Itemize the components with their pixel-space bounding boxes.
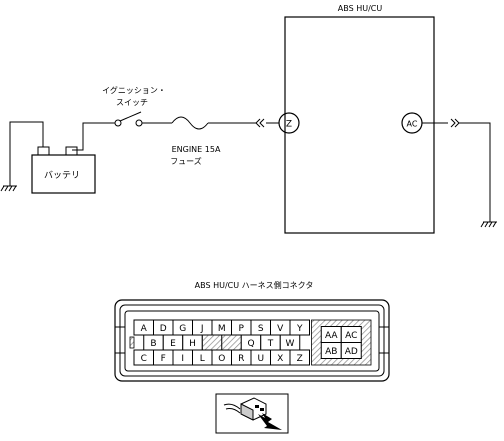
pin-s-label: S	[258, 324, 264, 334]
fuse-icon	[171, 116, 209, 130]
pin-i-label: I	[181, 354, 184, 364]
battery-icon	[31, 146, 96, 194]
switch-label-line2: スイッチ	[116, 98, 148, 107]
connector-mark-left	[255, 118, 265, 128]
pin-ad-cell	[340, 342, 362, 359]
pin-q-label: Q	[247, 339, 254, 349]
blank-pin-hatch	[201, 334, 223, 351]
pin-j-label: J	[200, 324, 204, 334]
pin-ab-label: AB	[325, 347, 337, 357]
pin-m-label: M	[218, 324, 226, 334]
connector-plug-icon	[223, 397, 267, 421]
pin-g-label: G	[179, 324, 186, 334]
pin-y-label: Y	[296, 324, 303, 334]
left-stub-hatch	[129, 336, 135, 349]
connector-middle	[119, 304, 385, 377]
connector-latch-left	[115, 326, 126, 354]
pin-z-label: Z	[297, 354, 303, 364]
pin-t-label: T	[267, 339, 274, 349]
pin-b-label: B	[150, 339, 156, 349]
wire-to-ground-right	[459, 122, 491, 222]
ground-icon	[0, 185, 17, 192]
pin-u-label: U	[257, 354, 264, 364]
fuse-label-line1: ENGINE 15A	[172, 145, 221, 154]
connector-mark-right	[450, 118, 460, 128]
wire-to-ground-left	[9, 121, 44, 186]
pin-e-label: E	[170, 339, 176, 349]
battery-label: バッテリ	[44, 170, 80, 181]
pin-ac-label: AC	[345, 331, 357, 341]
pin-c-label: C	[141, 354, 147, 364]
pin-d-label: D	[160, 324, 167, 334]
connector-title: ABS HU/CU ハーネス側コネクタ	[195, 280, 314, 290]
switch-icon	[114, 111, 143, 127]
terminal-z-label: Z	[286, 120, 292, 130]
pin-v-label: V	[277, 324, 284, 334]
pin-ad-label: AD	[345, 347, 358, 357]
fuse-label-line2: フューズ	[170, 156, 202, 166]
pin-o-label: O	[218, 354, 225, 364]
abs-module-box	[284, 16, 435, 234]
blank-pin-hatch	[221, 334, 242, 351]
arrow-icon	[258, 413, 282, 430]
pin-f-label: F	[161, 354, 166, 364]
wire-battery-to-switch	[72, 122, 115, 151]
pin-aa-label: AA	[325, 331, 338, 341]
abs-module-label: ABS HU/CU	[338, 4, 383, 13]
terminal-ac-label: AC	[407, 120, 418, 129]
pin-p-label: P	[239, 324, 245, 334]
connector-outer	[114, 299, 390, 382]
pin-a-label: A	[141, 324, 148, 334]
switch-label-line1: イグニッション・	[102, 85, 166, 95]
pin-r-label: R	[238, 354, 244, 364]
pin-x-label: X	[277, 354, 283, 364]
view-icon-frame	[215, 393, 289, 434]
connector-latch-right	[378, 326, 389, 354]
pin-w-label: W	[286, 339, 295, 349]
ground-icon	[480, 221, 497, 228]
pin-z-cell	[289, 349, 310, 366]
pin-h-label: H	[189, 339, 196, 349]
pin-l-label: L	[200, 354, 205, 364]
